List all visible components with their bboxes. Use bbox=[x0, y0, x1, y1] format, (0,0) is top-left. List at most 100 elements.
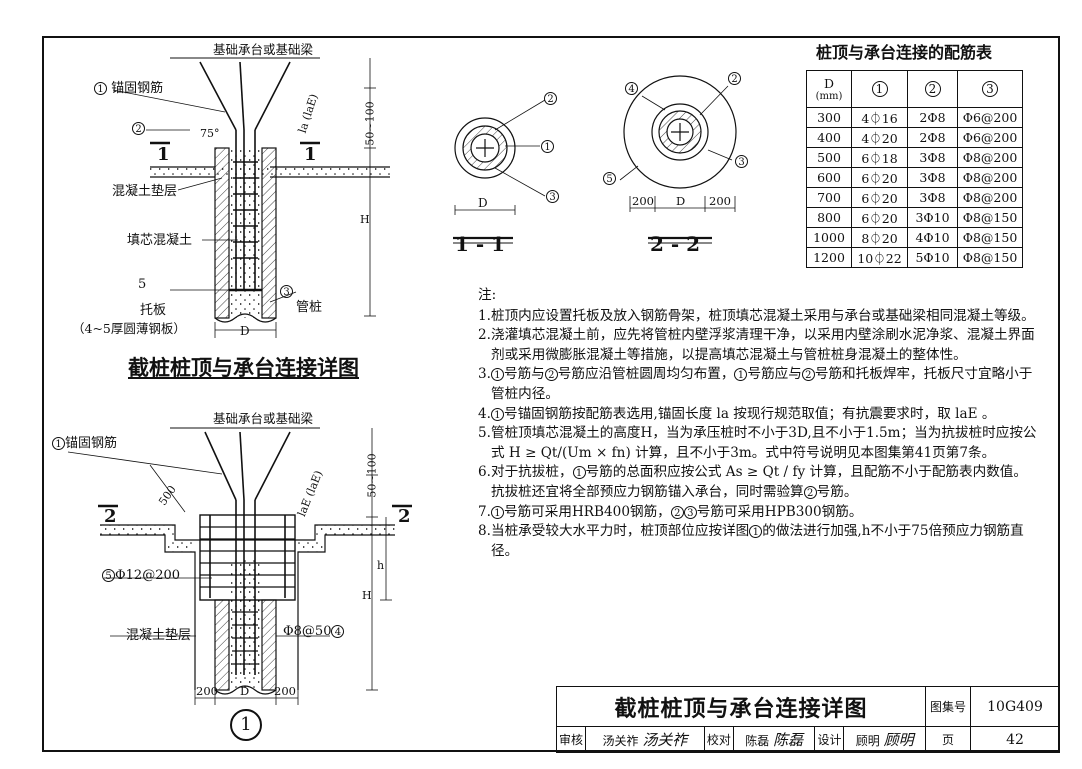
designer: 顾明 顾明 bbox=[843, 726, 926, 753]
notes-heading: 注: bbox=[478, 287, 497, 303]
callout-2: 2 bbox=[544, 368, 558, 382]
bot-cushion-label: 混凝土垫层 bbox=[126, 628, 192, 643]
top-section-right: 1 bbox=[304, 144, 317, 165]
callout-4: 4 bbox=[625, 82, 638, 95]
note-num: 6. bbox=[478, 464, 491, 481]
callout-1: 1 bbox=[734, 368, 748, 382]
cell-bar-1: 6⏀20 bbox=[851, 167, 908, 188]
callout-1: 1 bbox=[572, 466, 586, 480]
header-c2: 2 bbox=[907, 70, 958, 108]
cell-bar-1: 8⏀20 bbox=[851, 227, 908, 248]
s2-dim-200-right: 200 bbox=[709, 194, 731, 208]
top-callout-2: 2 bbox=[132, 122, 145, 135]
note-frag: 号筋可采用HRB400钢筋， bbox=[503, 503, 671, 520]
section-2-2 bbox=[619, 75, 737, 244]
top-callout-3: 3 bbox=[280, 285, 293, 298]
reviewer-name: 汤关祚 bbox=[602, 734, 639, 748]
top-section-left: 1 bbox=[157, 144, 170, 165]
note-frag: 号筋的总面积应按公式 As ≥ Qt / fy 计算，且配筋不小于配筋表内数值。… bbox=[490, 464, 1027, 500]
cell-bar-3: Φ8@150 bbox=[957, 207, 1023, 228]
note-2: 2.浇灌填芯混凝土前，应先将管桩内壁浮浆清理干净，以采用内壁涂刷水泥净浆、混凝土… bbox=[478, 326, 1038, 365]
section-1-1 bbox=[453, 99, 546, 244]
reviewer: 汤关祚 汤关祚 bbox=[585, 726, 705, 753]
cell-diameter: 400 bbox=[806, 127, 852, 148]
cell-diameter: 1000 bbox=[806, 227, 852, 248]
note-frag: 的做法进行加强,h不小于75倍预应力钢筋直径。 bbox=[490, 523, 1024, 559]
s1-callout-2: 2 bbox=[544, 92, 557, 105]
cell-bar-2: 4Φ10 bbox=[907, 227, 958, 248]
top-dim-50-100: 50~100 bbox=[363, 101, 377, 146]
cell-bar-2: 2Φ8 bbox=[907, 107, 958, 128]
top-pile-label: 管桩 bbox=[296, 300, 323, 315]
header-d: D(mm) bbox=[806, 70, 852, 108]
bot-anchor-label: 锚固钢筋 bbox=[65, 436, 118, 451]
callout-1: 1 bbox=[490, 505, 504, 519]
bot-section-left: 2 bbox=[104, 506, 117, 527]
callout-1: 1 bbox=[52, 437, 65, 450]
note-frag: 当桩承受较大水平力时，桩顶部位应按详图 bbox=[490, 523, 750, 540]
bot-dim-d: D bbox=[240, 684, 250, 698]
top-detail-title: 截桩桩顶与承台连接详图 bbox=[128, 356, 359, 380]
header-d-text: D bbox=[823, 76, 835, 91]
header-c1: 1 bbox=[851, 70, 908, 108]
callout-1: 1 bbox=[490, 407, 504, 421]
top-core-label: 填芯混凝土 bbox=[127, 233, 193, 248]
callout-5: 5 bbox=[102, 569, 115, 582]
s2-callout-4: 4 bbox=[625, 82, 638, 95]
reviewer-signature: 汤关祚 bbox=[642, 731, 688, 749]
cell-bar-2: 3Φ8 bbox=[907, 147, 958, 168]
note-frag: 号筋和托板焊牢，托板尺寸宜略小于管桩内径。 bbox=[490, 366, 1033, 402]
atlas-label: 图集号 bbox=[925, 686, 971, 727]
callout-4: 4 bbox=[331, 625, 345, 638]
cell-bar-2: 5Φ10 bbox=[907, 247, 958, 268]
cell-bar-1: 10⏀22 bbox=[851, 247, 908, 268]
s2-label: 2 - 2 bbox=[650, 232, 701, 256]
note-num: 5. bbox=[478, 425, 491, 442]
title-block-title: 截桩桩顶与承台连接详图 bbox=[556, 686, 926, 727]
cell-bar-3: Φ6@200 bbox=[957, 107, 1023, 128]
cell-diameter: 800 bbox=[806, 207, 852, 228]
cell-bar-3: Φ8@200 bbox=[957, 167, 1023, 188]
cell-bar-3: Φ8@150 bbox=[957, 227, 1023, 248]
note-num: 8. bbox=[478, 523, 491, 540]
callout-1: 1 bbox=[541, 140, 554, 153]
sheet-frame bbox=[42, 36, 1060, 752]
note-1: 1.桩顶内应设置托板及放入钢筋骨架，桩顶填芯混凝土采用与承台或基础梁相同混凝土等… bbox=[478, 307, 1038, 327]
notes: 注: 1.桩顶内应设置托板及放入钢筋骨架，桩顶填芯混凝土采用与承台或基础梁相同混… bbox=[478, 286, 1038, 561]
detail-number-circle: 1 bbox=[230, 709, 262, 741]
cell-bar-2: 3Φ10 bbox=[907, 207, 958, 228]
note-text: 管桩顶填芯混凝土的高度H，当为承压桩时不小于3D,且不小于1.5m；当为抗拔桩时… bbox=[490, 425, 1037, 461]
top-dim-d: D bbox=[240, 324, 250, 338]
top-cap-label: 基础承台或基础梁 bbox=[213, 42, 314, 57]
s2-callout-2: 2 bbox=[728, 72, 741, 85]
designer-signature: 顾明 bbox=[883, 731, 914, 749]
top-detail bbox=[112, 57, 390, 338]
top-plate-label: 托板 bbox=[140, 303, 167, 318]
note-frag: 号筋可采用HPB300钢筋。 bbox=[696, 503, 863, 520]
header-unit: (mm) bbox=[815, 91, 843, 102]
cell-bar-1: 6⏀20 bbox=[851, 187, 908, 208]
cell-bar-2: 3Φ8 bbox=[907, 167, 958, 188]
s1-label: 1 - 1 bbox=[455, 232, 506, 256]
callout-2: 2 bbox=[803, 485, 817, 499]
rebar-table-header: D(mm) 1 2 3 bbox=[806, 70, 1023, 108]
top-anchor-tag: 1 锚固钢筋 bbox=[94, 82, 163, 95]
s2-dim-d: D bbox=[676, 194, 686, 208]
cell-bar-3: Φ8@200 bbox=[957, 187, 1023, 208]
checker: 陈磊 陈磊 bbox=[732, 726, 816, 753]
